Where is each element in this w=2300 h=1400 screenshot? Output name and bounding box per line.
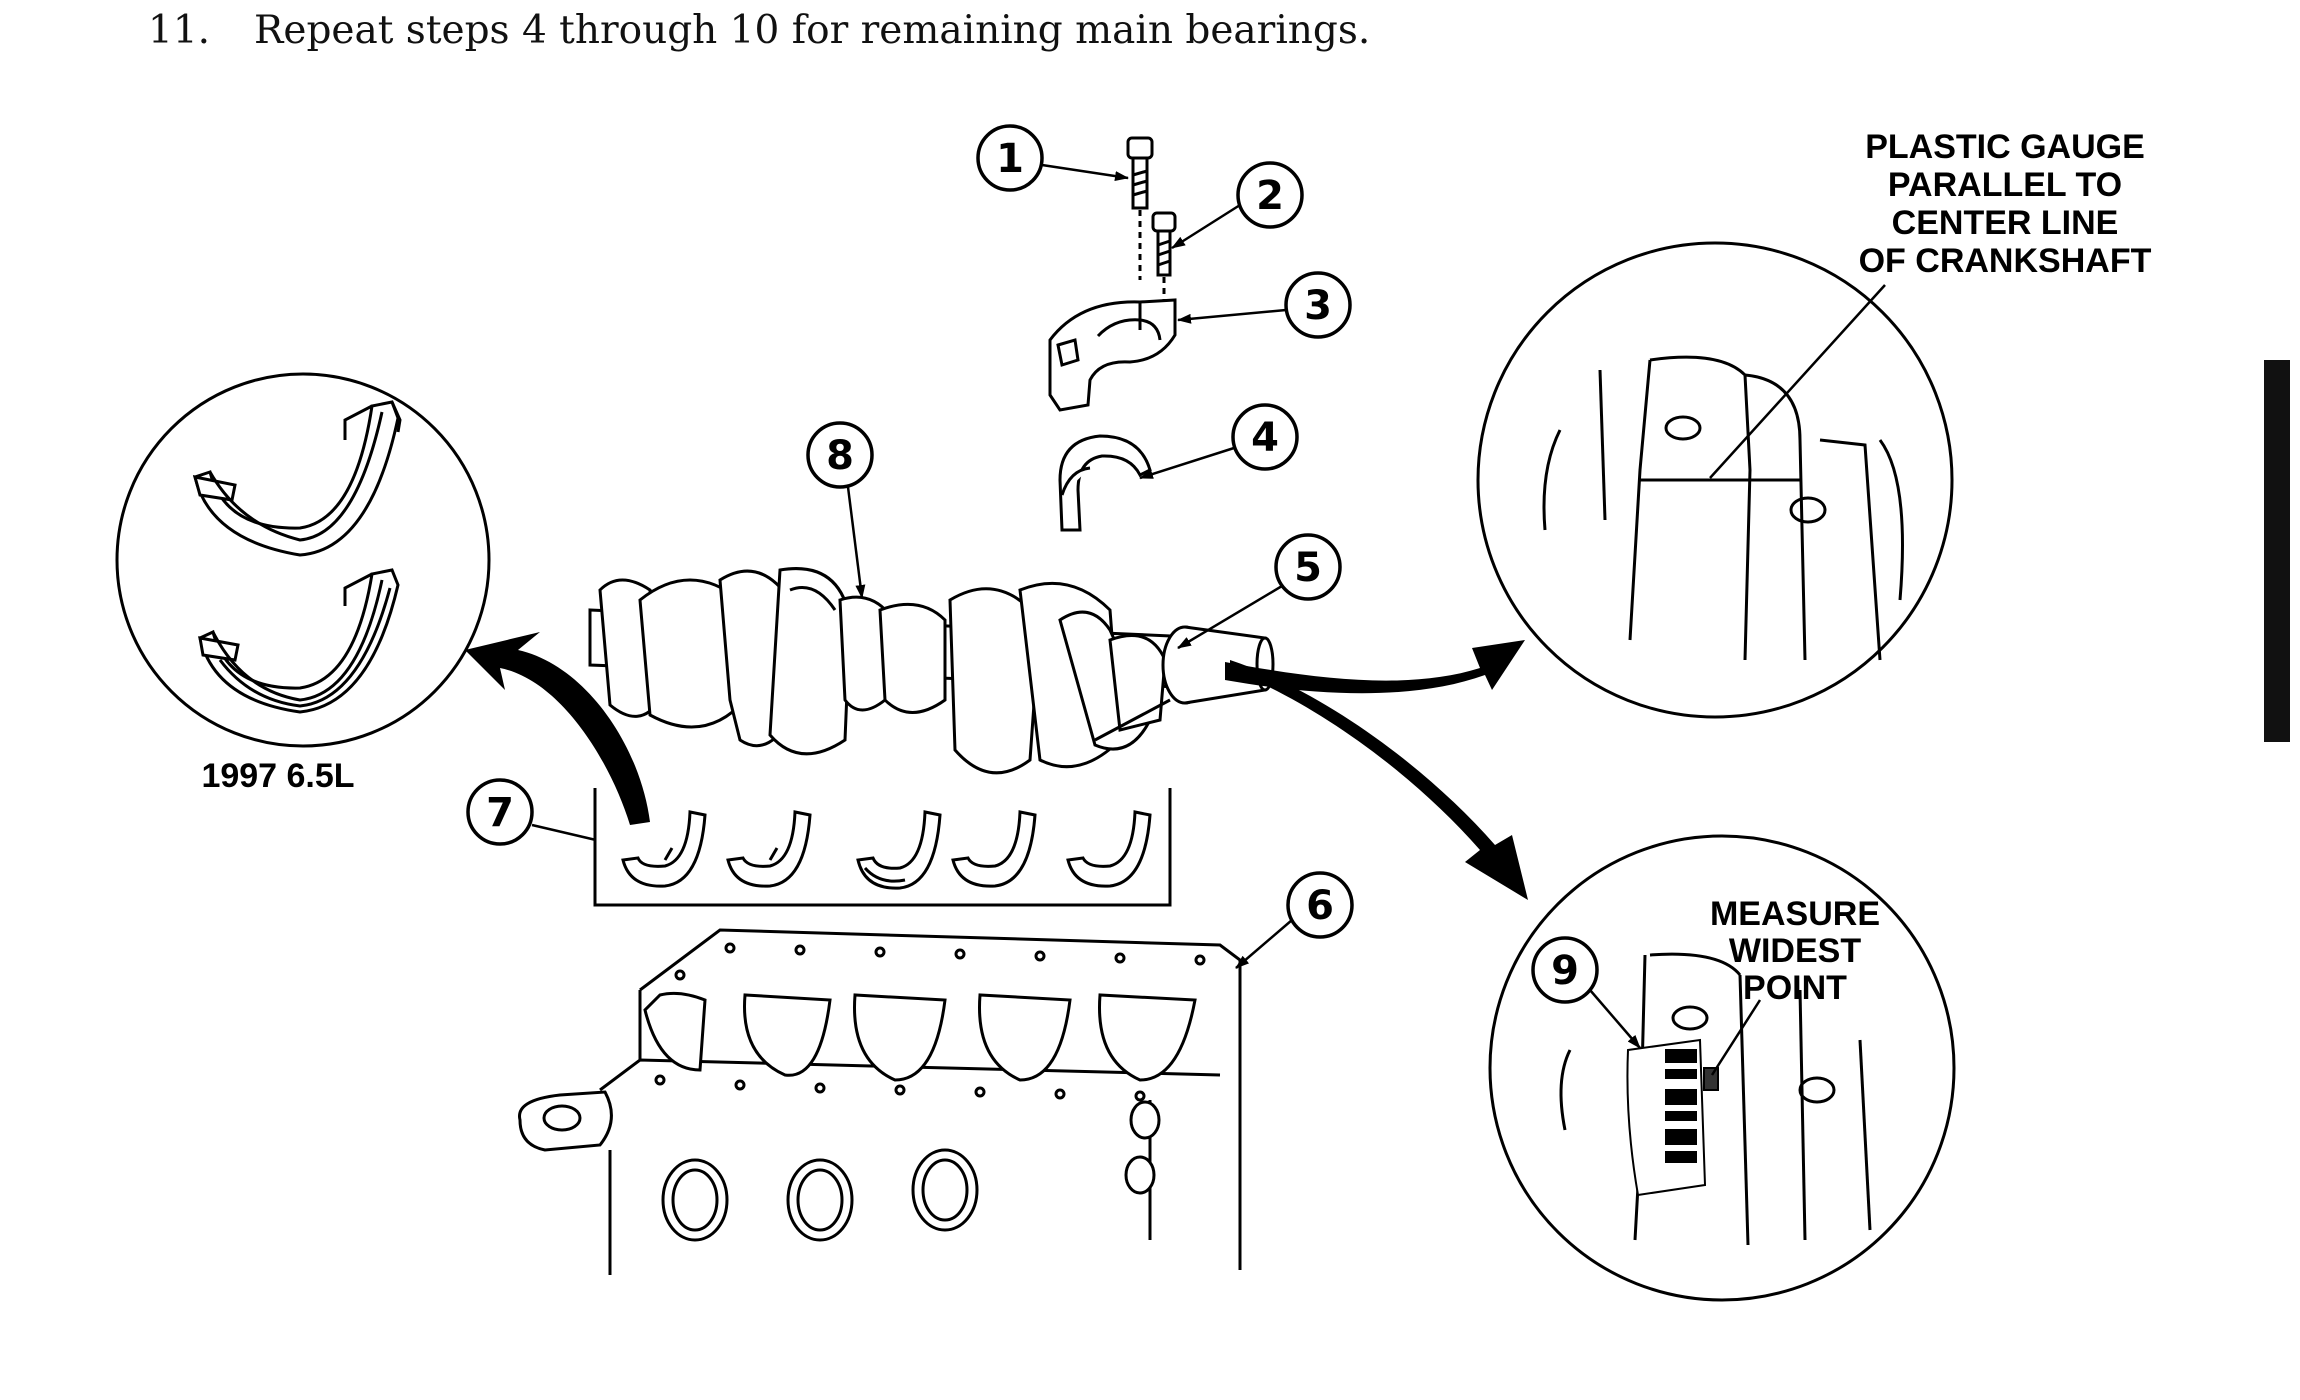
plastic-gauge-label: PLASTIC GAUGE PARALLEL TO CENTER LINE OF…	[1859, 128, 2152, 280]
svg-text:PLASTIC GAUGE: PLASTIC GAUGE	[1865, 128, 2145, 166]
cap-bolt-1	[1126, 136, 1154, 280]
svg-text:CENTER LINE: CENTER LINE	[1892, 204, 2119, 242]
inset-circle-bottom-right	[1488, 834, 1956, 1302]
main-bearing-cap-3	[1048, 298, 1177, 412]
leader-measure	[1710, 999, 1762, 1076]
inset-1997-bearings	[115, 372, 491, 748]
bearing-shell-lower	[198, 568, 400, 714]
svg-text:WIDEST: WIDEST	[1729, 932, 1861, 970]
arrow-to-left-inset	[465, 632, 650, 825]
svg-text:5: 5	[1294, 545, 1322, 591]
callout-6: 6	[1235, 871, 1354, 969]
arrow-to-bottom-right-inset	[1230, 660, 1528, 900]
svg-text:OF CRANKSHAFT: OF CRANKSHAFT	[1859, 242, 2152, 280]
callout-4: 4	[1139, 403, 1299, 480]
step-number: 11.	[148, 8, 211, 53]
inset-plastic-gauge	[1476, 241, 1954, 719]
lower-bearing-shells-7	[593, 788, 1172, 907]
svg-text:4: 4	[1251, 415, 1279, 461]
step-instruction: 11. Repeat steps 4 through 10 for remaini…	[148, 8, 1370, 53]
engine-year-label: 1997 6.5L	[201, 757, 354, 795]
svg-text:9: 9	[1551, 948, 1579, 994]
change-bar	[2264, 360, 2290, 742]
svg-text:POINT: POINT	[1743, 969, 1847, 1007]
measure-label: MEASURE WIDEST POINT	[1710, 895, 1880, 1007]
lower-bearing-shell	[1066, 810, 1152, 888]
callout-1: 1	[976, 124, 1129, 192]
svg-text:3: 3	[1304, 283, 1332, 329]
svg-text:6: 6	[1306, 883, 1334, 929]
svg-text:1: 1	[996, 136, 1024, 182]
lower-bearing-shell	[951, 810, 1037, 888]
cylinder-block-6	[518, 928, 1242, 1275]
callout-9: 9	[1531, 936, 1641, 1049]
arrow-to-top-right-inset	[1225, 640, 1525, 694]
crankshaft-8	[588, 567, 1275, 775]
lower-bearing-shell	[856, 810, 942, 890]
inset-circle-top-right	[1476, 241, 1954, 719]
callout-3: 3	[1177, 271, 1352, 339]
callout-8: 8	[806, 421, 874, 599]
svg-text:MEASURE: MEASURE	[1710, 895, 1880, 933]
callout-5: 5	[1177, 533, 1342, 650]
callout-7: 7	[466, 778, 597, 846]
callout-2: 2	[1171, 161, 1304, 250]
inset-circle-left	[115, 372, 491, 748]
bearing-shell-upper	[192, 400, 402, 557]
lower-bearing-shell	[726, 810, 812, 888]
leader-plastic-gauge	[1709, 284, 1886, 479]
lower-bearing-shell	[621, 810, 707, 888]
svg-text:8: 8	[826, 433, 854, 479]
svg-text:2: 2	[1256, 173, 1284, 219]
svg-text:7: 7	[486, 790, 514, 836]
gauge-scale-card	[1626, 1038, 1719, 1197]
upper-bearing-shell-4	[1058, 434, 1152, 532]
svg-text:PARALLEL TO: PARALLEL TO	[1888, 166, 2122, 204]
step-text: Repeat steps 4 through 10 for remaining …	[254, 8, 1371, 53]
